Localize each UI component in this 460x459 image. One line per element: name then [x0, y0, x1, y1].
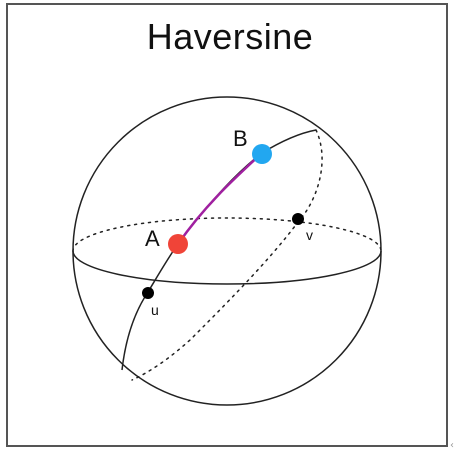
great-circle-back	[131, 129, 323, 381]
point-b	[252, 144, 272, 164]
label-a: A	[145, 226, 160, 251]
sphere-outline	[72, 96, 382, 406]
equator-back	[72, 217, 382, 252]
point-a	[168, 234, 188, 254]
point-u	[142, 287, 154, 299]
point-v	[292, 213, 304, 225]
label-b: B	[233, 126, 248, 151]
diagram-title: Haversine	[146, 16, 314, 57]
label-u: u	[151, 302, 159, 318]
equator-front	[72, 250, 382, 285]
label-v: v	[306, 227, 313, 243]
diagram-frame	[6, 3, 448, 447]
corner-glyph: ‹	[450, 440, 454, 451]
arc-a-to-b	[176, 152, 263, 245]
